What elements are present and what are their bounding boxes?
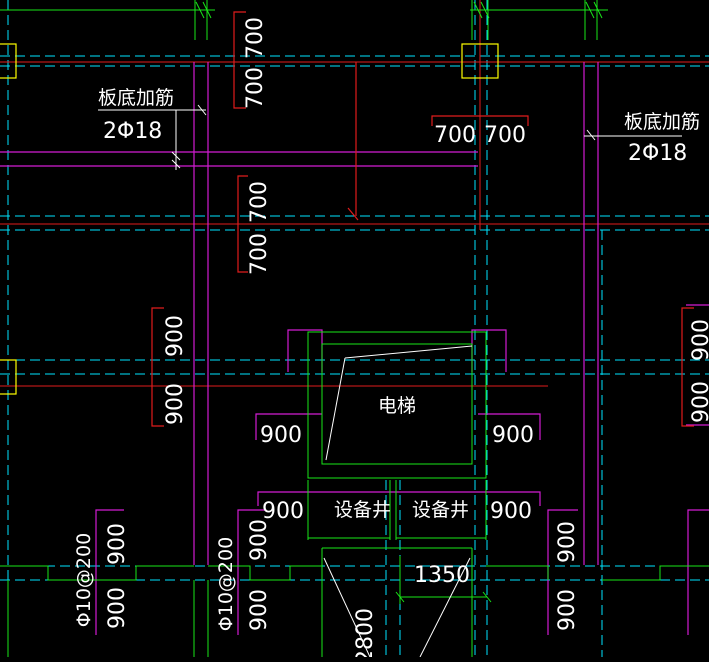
column-mid-left (0, 359, 17, 395)
column-top-mid (461, 43, 499, 79)
dim-top-v-upper: 700 (243, 17, 268, 59)
slab-rebar-spec-left: 2Φ18 (103, 119, 162, 144)
dim-stair-width: 1350 (414, 563, 470, 588)
elevator-label: 电梯 (378, 395, 416, 417)
dim-right-v-b: 900 (689, 381, 709, 423)
stirrup-label-left: Φ10@200 (73, 533, 95, 627)
dim-mid-v-a: 700 (247, 181, 272, 223)
dimension-brackets-red (151, 11, 694, 427)
equipment-shaft-label-right: 设备井 (412, 499, 469, 521)
dim-top-h-b: 700 (484, 123, 526, 148)
white-lines (98, 104, 682, 658)
grid-lines-red (0, 0, 709, 387)
slab-rebar-label-left: 板底加筋 (98, 87, 174, 109)
text-annotations: 板底加筋 2Φ18 板底加筋 2Φ18 电梯 设备井 设备井 700 700 9… (73, 17, 709, 662)
beam-lines-magenta (0, 62, 709, 635)
dim-bot-l1-b: 900 (105, 587, 130, 629)
slab-rebar-label-right: 板底加筋 (624, 111, 700, 133)
dim-right-v-a: 900 (689, 319, 709, 361)
dim-left-v-b: 900 (163, 383, 188, 425)
dim-shaft-right: 900 (490, 499, 532, 524)
dim-mid-v-b: 700 (247, 233, 272, 275)
dim-elevator-left: 900 (260, 423, 302, 448)
dim-bot-l1-a: 900 (105, 523, 130, 565)
dim-bot-r1-b: 900 (555, 589, 580, 631)
dim-bot-l2-b: 900 (247, 589, 272, 631)
equipment-shaft-label-left: 设备井 (334, 499, 391, 521)
columns-yellow (0, 43, 499, 395)
dim-bot-r1-a: 900 (555, 521, 580, 563)
column-top-left (0, 43, 17, 79)
slab-rebar-spec-right: 2Φ18 (628, 141, 687, 166)
dim-bot-l2-a: 900 (247, 519, 272, 561)
dim-top-v-lower: 700 (243, 67, 268, 109)
dim-left-v-a: 900 (163, 315, 188, 357)
stirrup-label-mid: Φ10@200 (215, 537, 237, 631)
dim-top-h-a: 700 (434, 123, 476, 148)
dim-shaft-left: 900 (262, 499, 304, 524)
dim-stair-length: 2800 (353, 608, 378, 657)
dim-elevator-right: 900 (492, 423, 534, 448)
